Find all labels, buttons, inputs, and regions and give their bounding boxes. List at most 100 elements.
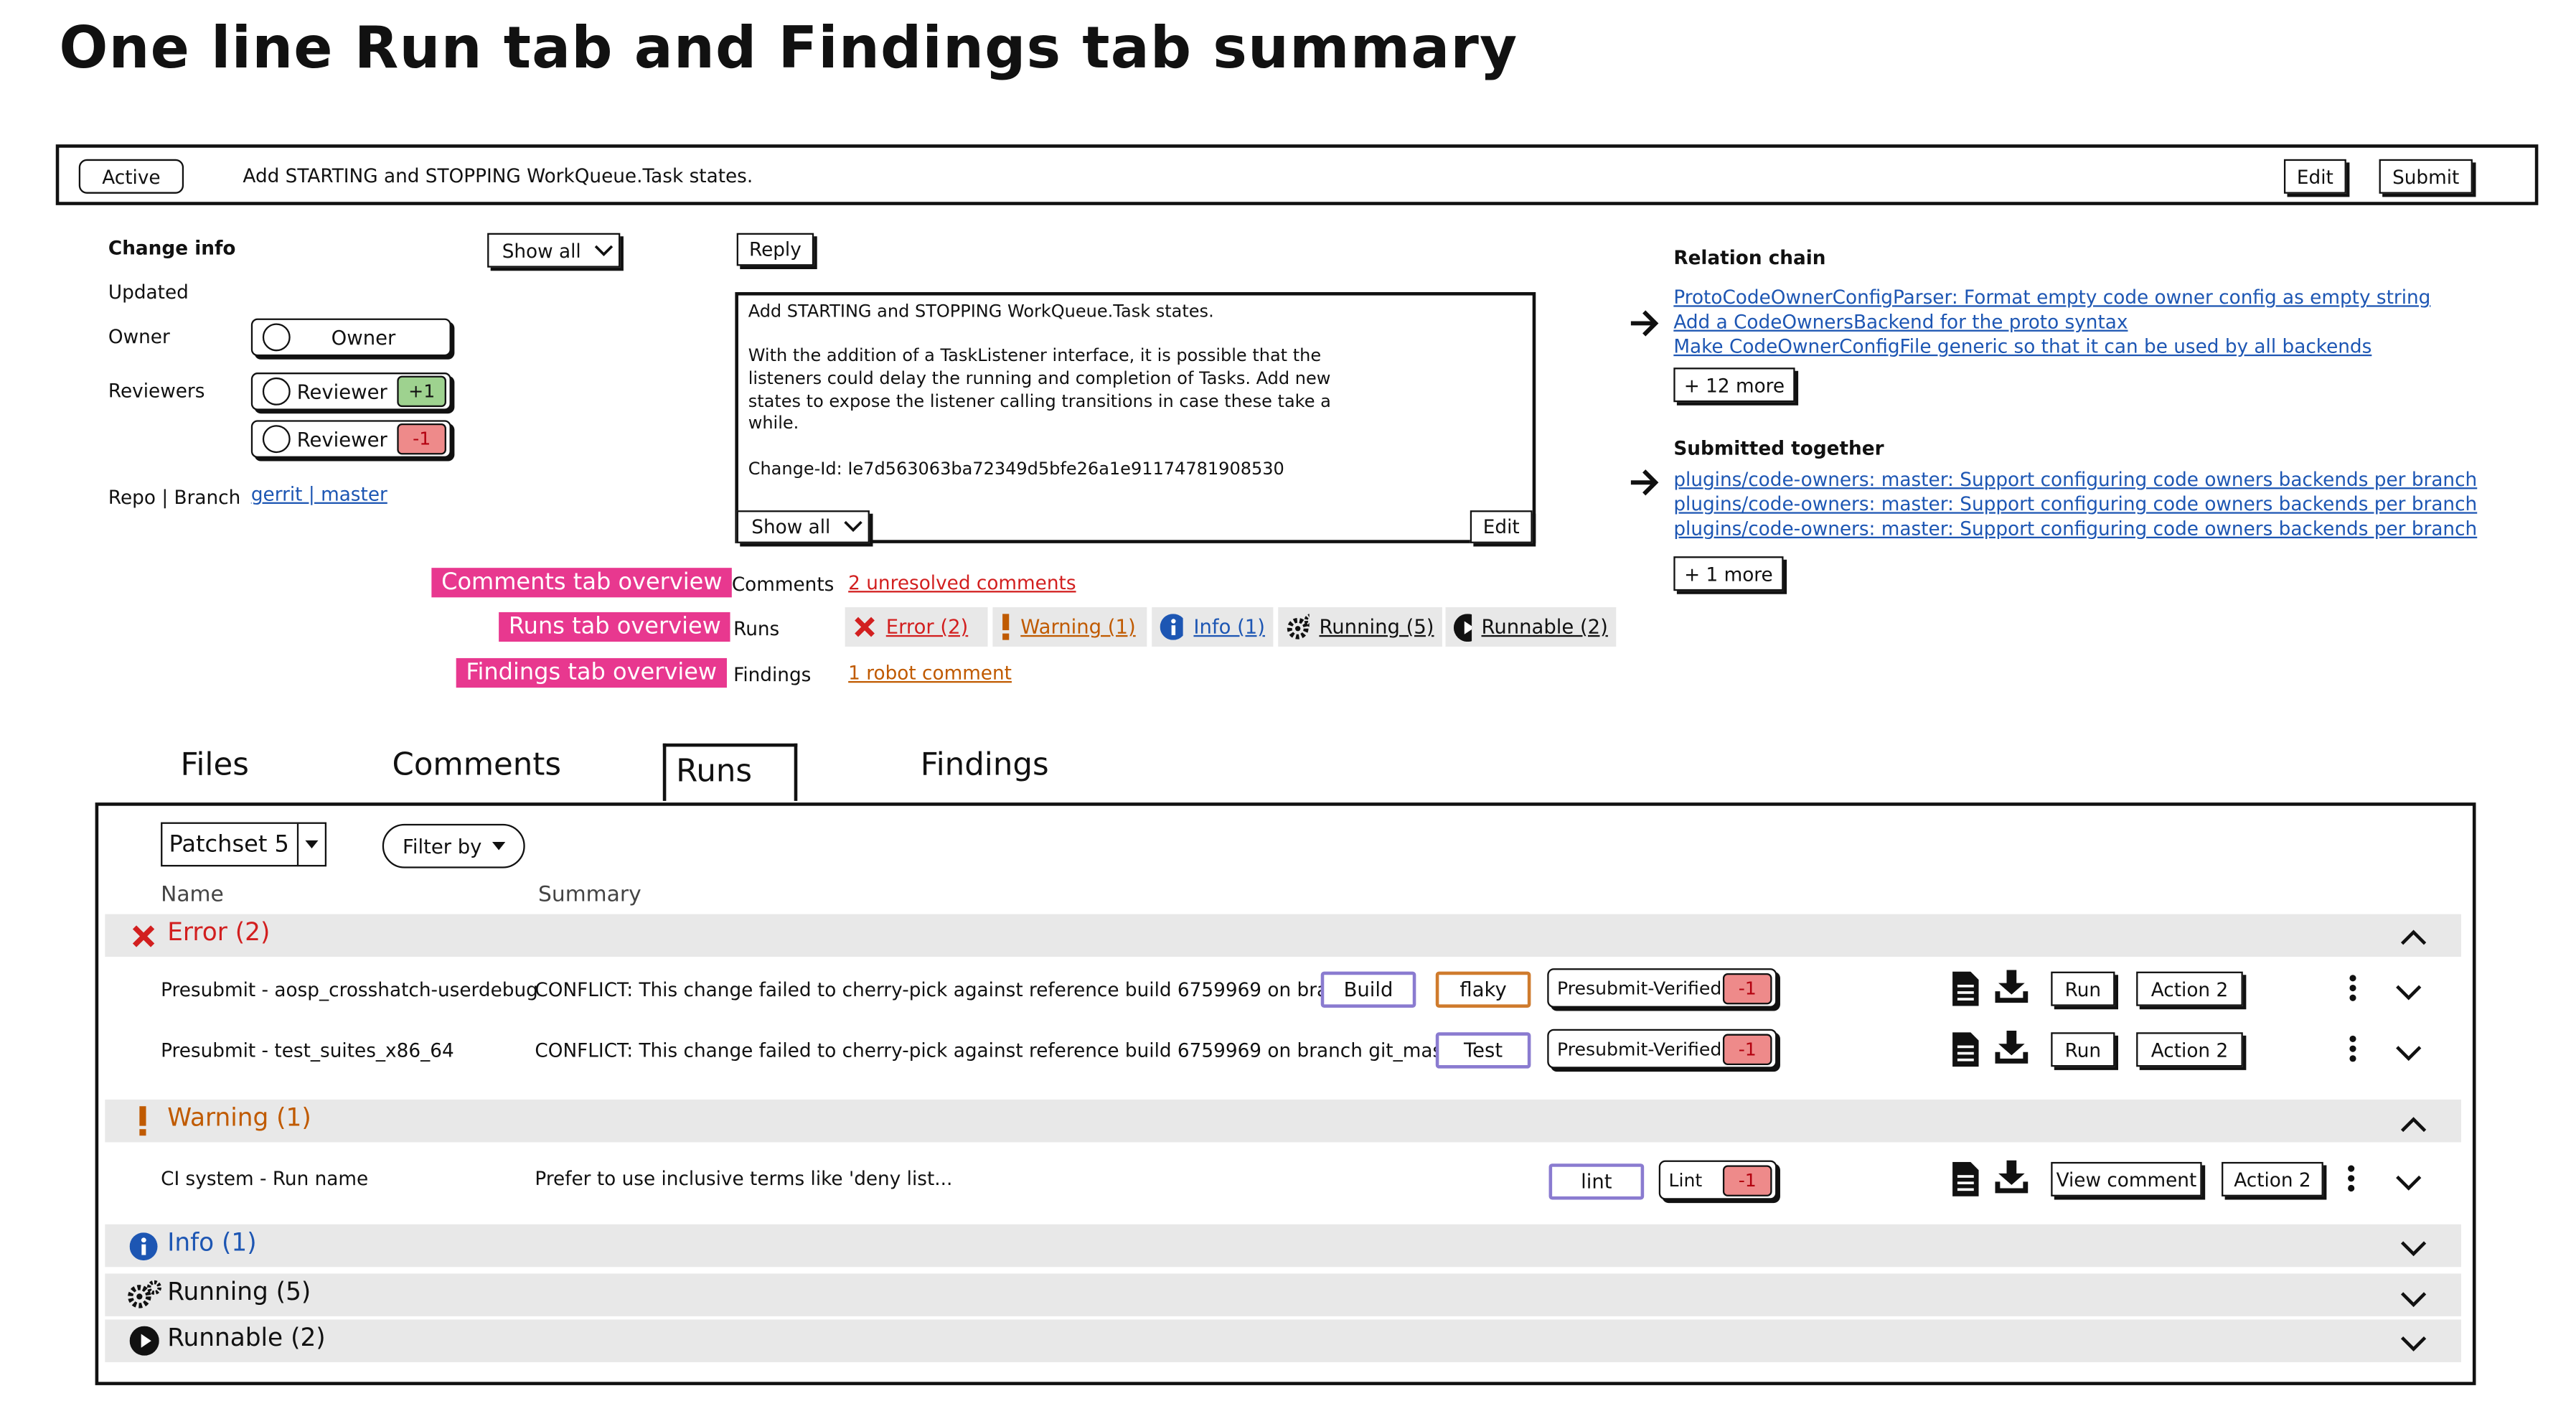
unresolved-comments-link[interactable]: 2 unresolved comments [848, 571, 1076, 594]
error-group-header[interactable]: Error (2) [105, 914, 2461, 957]
download-icon[interactable] [1993, 1160, 2029, 1195]
view-comment-button[interactable]: View comment [2051, 1161, 2202, 1196]
submit-button[interactable]: Submit [2379, 159, 2473, 194]
error-x-icon [855, 617, 875, 637]
chevron-up-icon[interactable] [2400, 1115, 2427, 1134]
findings-label: Findings [733, 662, 812, 686]
reviewer-chip[interactable]: Reviewer +1 [250, 373, 451, 411]
change-info-heading: Change info [108, 236, 236, 260]
vote-badge: +1 [397, 375, 446, 408]
log-file-icon[interactable] [1952, 1161, 1979, 1196]
show-all-dropdown[interactable]: Show all [487, 233, 621, 268]
show-all-label: Show all [751, 515, 831, 539]
patchset-value: Patchset 5 [169, 831, 289, 858]
commit-body-line: With the addition of a TaskListener inte… [748, 346, 1322, 366]
chevron-down-icon[interactable] [2400, 1237, 2427, 1257]
show-all-dropdown[interactable]: Show all [736, 510, 870, 543]
warning-group-header[interactable]: Warning (1) [105, 1100, 2461, 1143]
lint-tag: lint [1548, 1163, 1645, 1200]
page-title: One line Run tab and Findings tab summar… [59, 16, 1518, 83]
caret-down-icon [492, 842, 505, 851]
chevron-down-icon [595, 244, 614, 256]
tab-files[interactable]: Files [180, 746, 249, 783]
submitted-together-link[interactable]: plugins/code-owners: master: Support con… [1673, 492, 2478, 515]
more-submitted-button[interactable]: + 1 more [1673, 556, 1784, 591]
log-file-icon[interactable] [1952, 1032, 1979, 1067]
reviewer-chip[interactable]: Reviewer -1 [250, 420, 451, 458]
info-chip[interactable]: Info (1) [1152, 607, 1274, 647]
label-name: Presubmit-Verified [1556, 1038, 1722, 1060]
runnable-chip[interactable]: Runnable (2) [1445, 607, 1617, 647]
filter-by-button[interactable]: Filter by [382, 823, 525, 868]
run-summary: Prefer to use inclusive terms like 'deny… [535, 1166, 953, 1190]
repo-branch-label: Repo | Branch [108, 485, 241, 509]
chevron-down-icon[interactable] [2400, 1288, 2427, 1308]
gears-icon [128, 1280, 162, 1308]
avatar [262, 377, 291, 406]
action2-button[interactable]: Action 2 [2222, 1161, 2323, 1196]
chevron-down-icon[interactable] [2395, 1172, 2422, 1191]
warning-exclamation-icon [139, 1106, 146, 1136]
runs-overview-tag: Runs tab overview [499, 612, 731, 642]
tab-runs[interactable]: Runs [662, 743, 798, 801]
play-icon [129, 1326, 159, 1356]
run-button[interactable]: Run [2051, 971, 2115, 1006]
action2-button[interactable]: Action 2 [2136, 1032, 2243, 1067]
relation-link[interactable]: ProtoCodeOwnerConfigParser: Format empty… [1673, 285, 2431, 309]
info-icon [1160, 614, 1184, 640]
chevron-down-icon [844, 520, 863, 533]
warning-group-label: Warning (1) [167, 1102, 311, 1133]
chevron-down-icon[interactable] [2395, 981, 2422, 1001]
show-all-label: Show all [502, 238, 581, 262]
chevron-up-icon[interactable] [2400, 927, 2427, 947]
run-button[interactable]: Run [2051, 1032, 2115, 1067]
label-vote-chip: Presubmit-Verified -1 [1547, 968, 1777, 1008]
patchset-select[interactable]: Patchset 5 [161, 822, 327, 867]
updated-label: Updated [108, 281, 189, 304]
build-tag: Build [1320, 971, 1416, 1008]
more-vert-icon[interactable] [2346, 1163, 2356, 1193]
chevron-down-icon[interactable] [2395, 1042, 2422, 1062]
running-group-header[interactable]: Running (5) [105, 1273, 2461, 1316]
error-chip[interactable]: Error (2) [845, 607, 988, 647]
owner-chip[interactable]: Owner [250, 318, 451, 357]
submitted-together-link[interactable]: plugins/code-owners: master: Support con… [1673, 517, 2478, 540]
edit-button[interactable]: Edit [2283, 159, 2346, 194]
test-tag: Test [1435, 1032, 1531, 1069]
more-vert-icon[interactable] [2348, 1034, 2358, 1064]
avatar [262, 425, 291, 454]
reply-button[interactable]: Reply [736, 233, 814, 266]
submitted-together-link[interactable]: plugins/code-owners: master: Support con… [1673, 467, 2478, 491]
repo-branch-link[interactable]: gerrit | master [250, 482, 387, 506]
run-name[interactable]: Presubmit - test_suites_x86_64 [161, 1039, 454, 1062]
download-icon[interactable] [1993, 970, 2029, 1004]
vote-badge: -1 [1722, 1164, 1772, 1196]
edit-commit-button[interactable]: Edit [1470, 510, 1533, 543]
runnable-group-header[interactable]: Runnable (2) [105, 1319, 2461, 1362]
relation-link[interactable]: Make CodeOwnerConfigFile generic so that… [1673, 334, 2372, 358]
run-name[interactable]: Presubmit - aosp_crosshatch-userdebug [161, 978, 538, 1001]
info-icon [129, 1232, 158, 1261]
label-vote-chip: Lint -1 [1658, 1160, 1777, 1200]
relation-link[interactable]: Add a CodeOwnersBackend for the proto sy… [1673, 310, 2128, 334]
download-icon[interactable] [1993, 1030, 2029, 1065]
warning-chip[interactable]: Warning (1) [992, 607, 1147, 647]
run-name[interactable]: CI system - Run name [161, 1166, 369, 1190]
robot-comment-link[interactable]: 1 robot comment [848, 661, 1012, 685]
info-group-header[interactable]: Info (1) [105, 1224, 2461, 1268]
chevron-down-icon[interactable] [2400, 1333, 2427, 1352]
more-vert-icon[interactable] [2348, 973, 2358, 1003]
reviewer-name: Reviewer [296, 380, 387, 403]
info-chip-label: Info (1) [1193, 615, 1265, 639]
more-relations-button[interactable]: + 12 more [1673, 367, 1795, 403]
log-file-icon[interactable] [1952, 971, 1979, 1006]
commit-body-line: while. [748, 413, 799, 434]
avatar [262, 323, 291, 352]
commit-subject: Add STARTING and STOPPING WorkQueue.Task… [748, 301, 1214, 322]
gears-icon [1287, 614, 1310, 640]
tab-comments[interactable]: Comments [392, 746, 562, 783]
tab-findings[interactable]: Findings [920, 746, 1049, 783]
action2-button[interactable]: Action 2 [2136, 971, 2243, 1006]
status-badge: Active [78, 159, 184, 194]
running-chip[interactable]: Running (5) [1278, 607, 1442, 647]
